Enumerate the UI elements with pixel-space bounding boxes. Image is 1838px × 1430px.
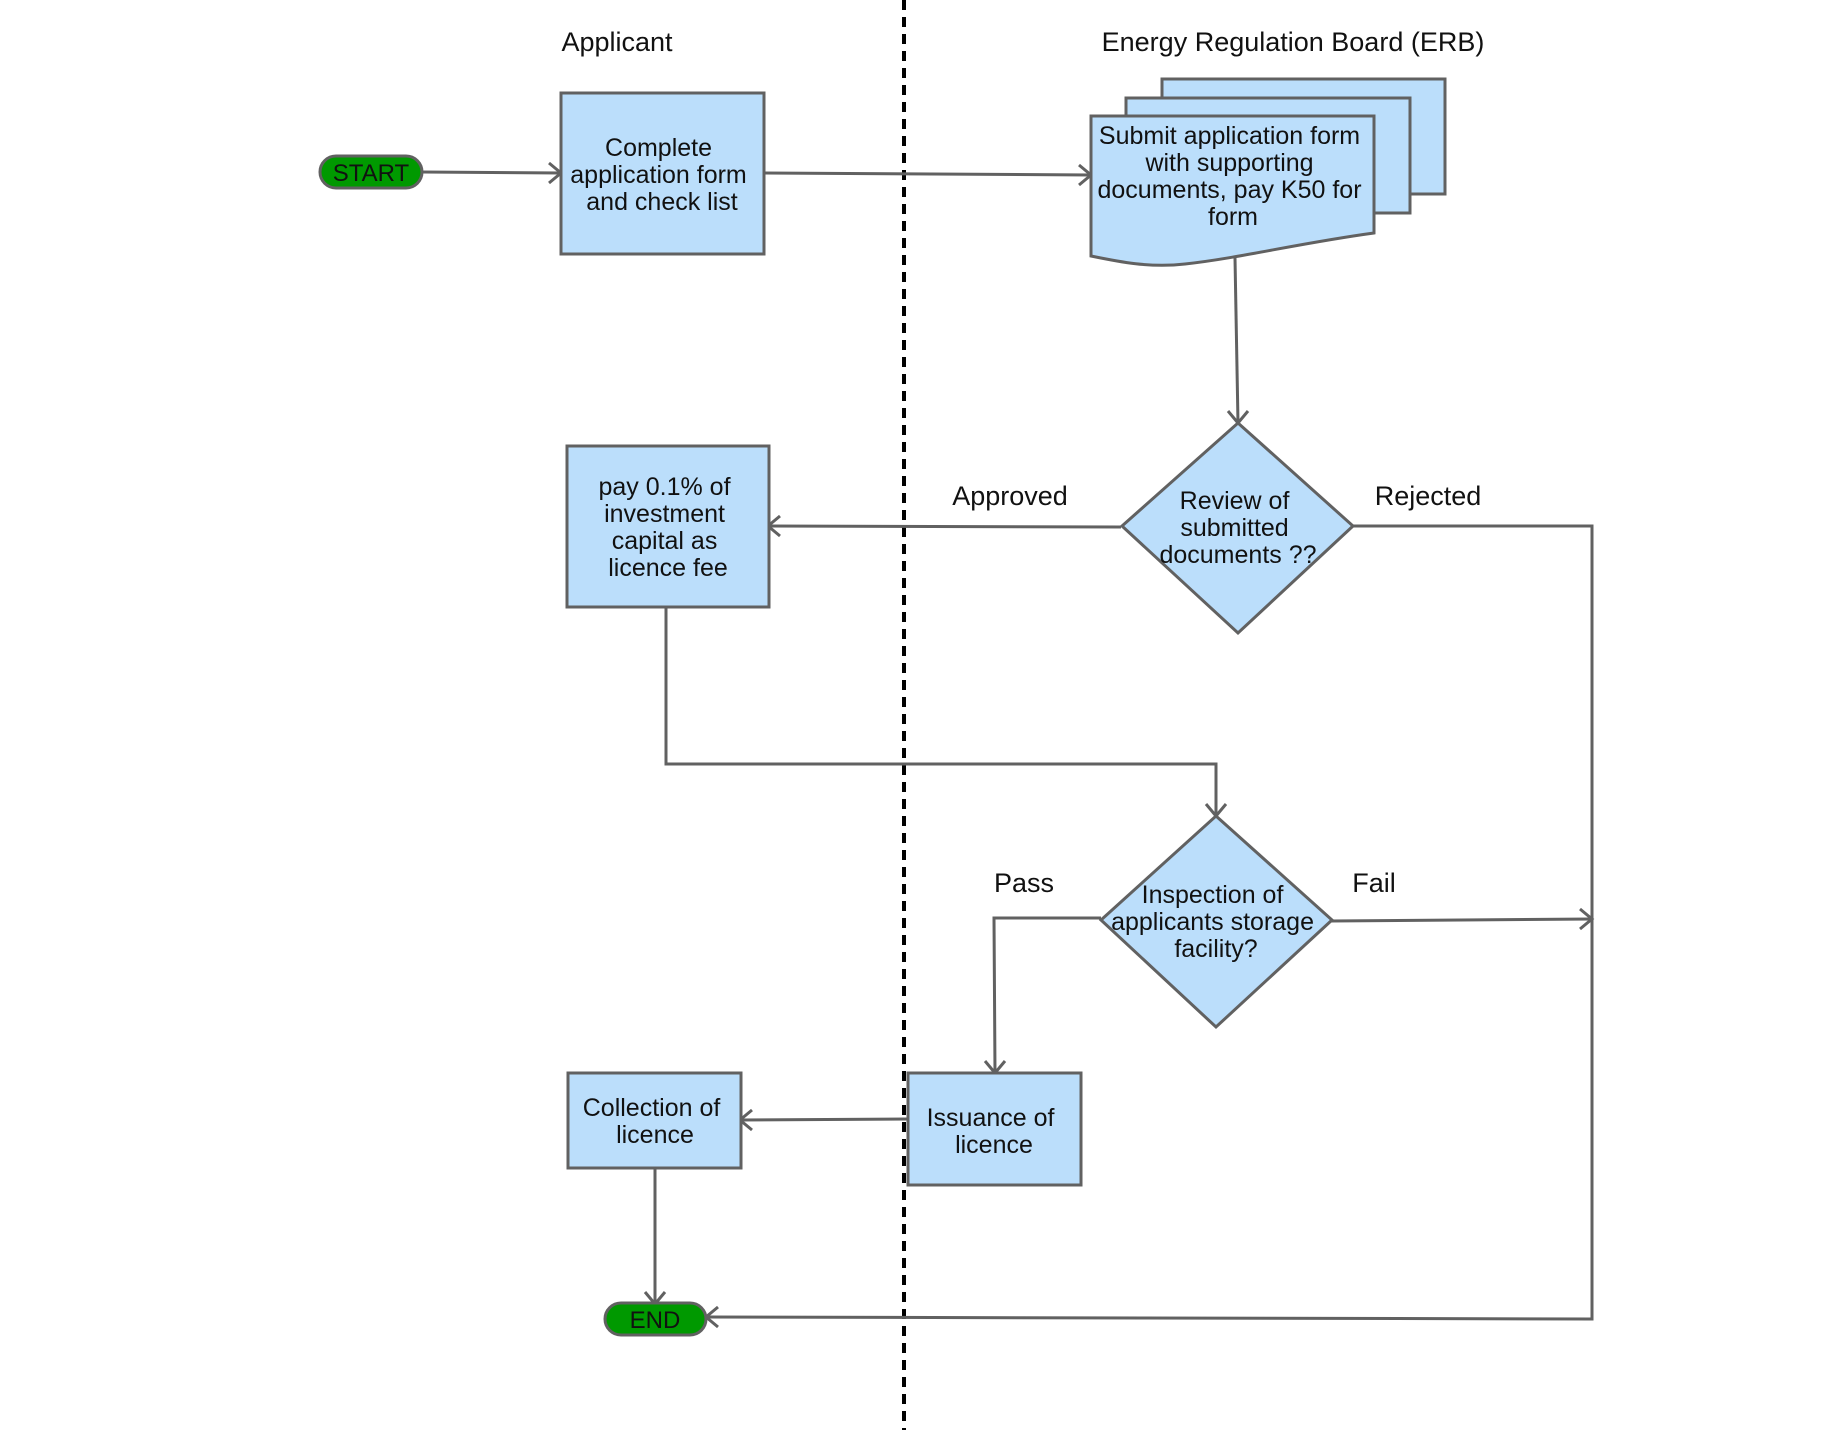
decision-review-line: Review of (1180, 487, 1290, 515)
node-issuance-line: licence (955, 1131, 1033, 1159)
end-terminal-label: END (630, 1307, 681, 1334)
edge-label-pass: Pass (994, 868, 1054, 898)
node-submit-line: form (1208, 203, 1258, 231)
node-issuance-line: Issuance of (927, 1104, 1055, 1132)
node-pay-fee-text: pay 0.1% of investment capital as licenc… (599, 473, 738, 582)
node-submit-line: with supporting (1144, 149, 1313, 177)
node-submit-application[interactable]: Submit application form with supporting … (1089, 77, 1447, 267)
connector-start-to-complete-form (421, 170, 562, 175)
node-pay-licence-fee[interactable]: pay 0.1% of investment capital as licenc… (565, 444, 771, 609)
decision-review-shape (1119, 420, 1356, 636)
connector-issuance-to-collection (739, 1117, 909, 1122)
node-submit-line: Submit application form (1099, 122, 1360, 150)
node-pay-fee-line: capital as (612, 527, 718, 555)
connector-complete-form-to-submit (763, 171, 1092, 177)
decision-inspection-line: facility? (1174, 935, 1257, 963)
decision-inspection[interactable]: Inspection of applicants storage facilit… (1098, 813, 1335, 1030)
node-issuance-text: Issuance of licence (927, 1104, 1062, 1159)
node-pay-fee-line: investment (604, 500, 725, 528)
node-collection-line: Collection of (583, 1094, 721, 1122)
node-collection-shape (566, 1071, 743, 1170)
document-stack-front (1089, 114, 1376, 267)
connector-review-rejected-route (705, 524, 1594, 1321)
node-collection-line: licence (616, 1121, 694, 1149)
edge-label-fail: Fail (1352, 868, 1396, 898)
connector-pay-fee-to-inspection (664, 607, 1218, 816)
decision-review-text: Review of submitted documents ?? (1159, 487, 1316, 569)
start-terminal[interactable]: START (318, 154, 424, 190)
node-pay-fee-shape (565, 444, 771, 609)
node-complete-form-shape (559, 91, 766, 256)
decision-inspection-shape (1098, 813, 1335, 1030)
connector-submit-to-review (1233, 257, 1240, 424)
edge-label-rejected: Rejected (1375, 481, 1482, 511)
node-complete-form-text: Complete application form and check list (570, 134, 753, 216)
decision-inspection-line: Inspection of (1142, 881, 1284, 909)
node-issuance-shape (906, 1071, 1083, 1187)
connector-inspection-fail (1330, 917, 1593, 923)
node-pay-fee-line: pay 0.1% of (599, 473, 731, 501)
node-complete-form[interactable]: Complete application form and check list (559, 91, 766, 256)
decision-review-line: submitted (1180, 514, 1288, 542)
connector-review-to-pay-fee (767, 524, 1122, 529)
node-collection-text: Collection of licence (583, 1094, 728, 1149)
decision-review-line: documents ?? (1159, 541, 1316, 569)
node-complete-form-line: application form (570, 161, 746, 189)
node-collection-of-licence[interactable]: Collection of licence (566, 1071, 743, 1170)
lane-title-erb: Energy Regulation Board (ERB) (1102, 27, 1485, 57)
node-pay-fee-line: licence fee (608, 554, 728, 582)
start-terminal-label: START (333, 160, 410, 187)
node-submit-line: documents, pay K50 for (1098, 176, 1362, 204)
node-complete-form-line: Complete (605, 134, 712, 162)
start-terminal-shape (318, 154, 424, 190)
edge-label-approved: Approved (952, 481, 1068, 511)
end-terminal[interactable]: END (603, 1301, 708, 1337)
lane-title-applicant: Applicant (561, 27, 673, 57)
decision-inspection-line: applicants storage (1111, 908, 1314, 936)
node-submit-application-text: Submit application form with supporting … (1098, 122, 1369, 231)
node-issuance-of-licence[interactable]: Issuance of licence (906, 1071, 1083, 1187)
decision-inspection-text: Inspection of applicants storage facilit… (1111, 881, 1321, 963)
arrowhead-fail (1579, 907, 1595, 931)
decision-review-documents[interactable]: Review of submitted documents ?? (1119, 420, 1356, 636)
connector-inspection-pass (992, 916, 1101, 1074)
node-complete-form-line: and check list (586, 188, 738, 216)
end-terminal-shape (603, 1301, 708, 1337)
